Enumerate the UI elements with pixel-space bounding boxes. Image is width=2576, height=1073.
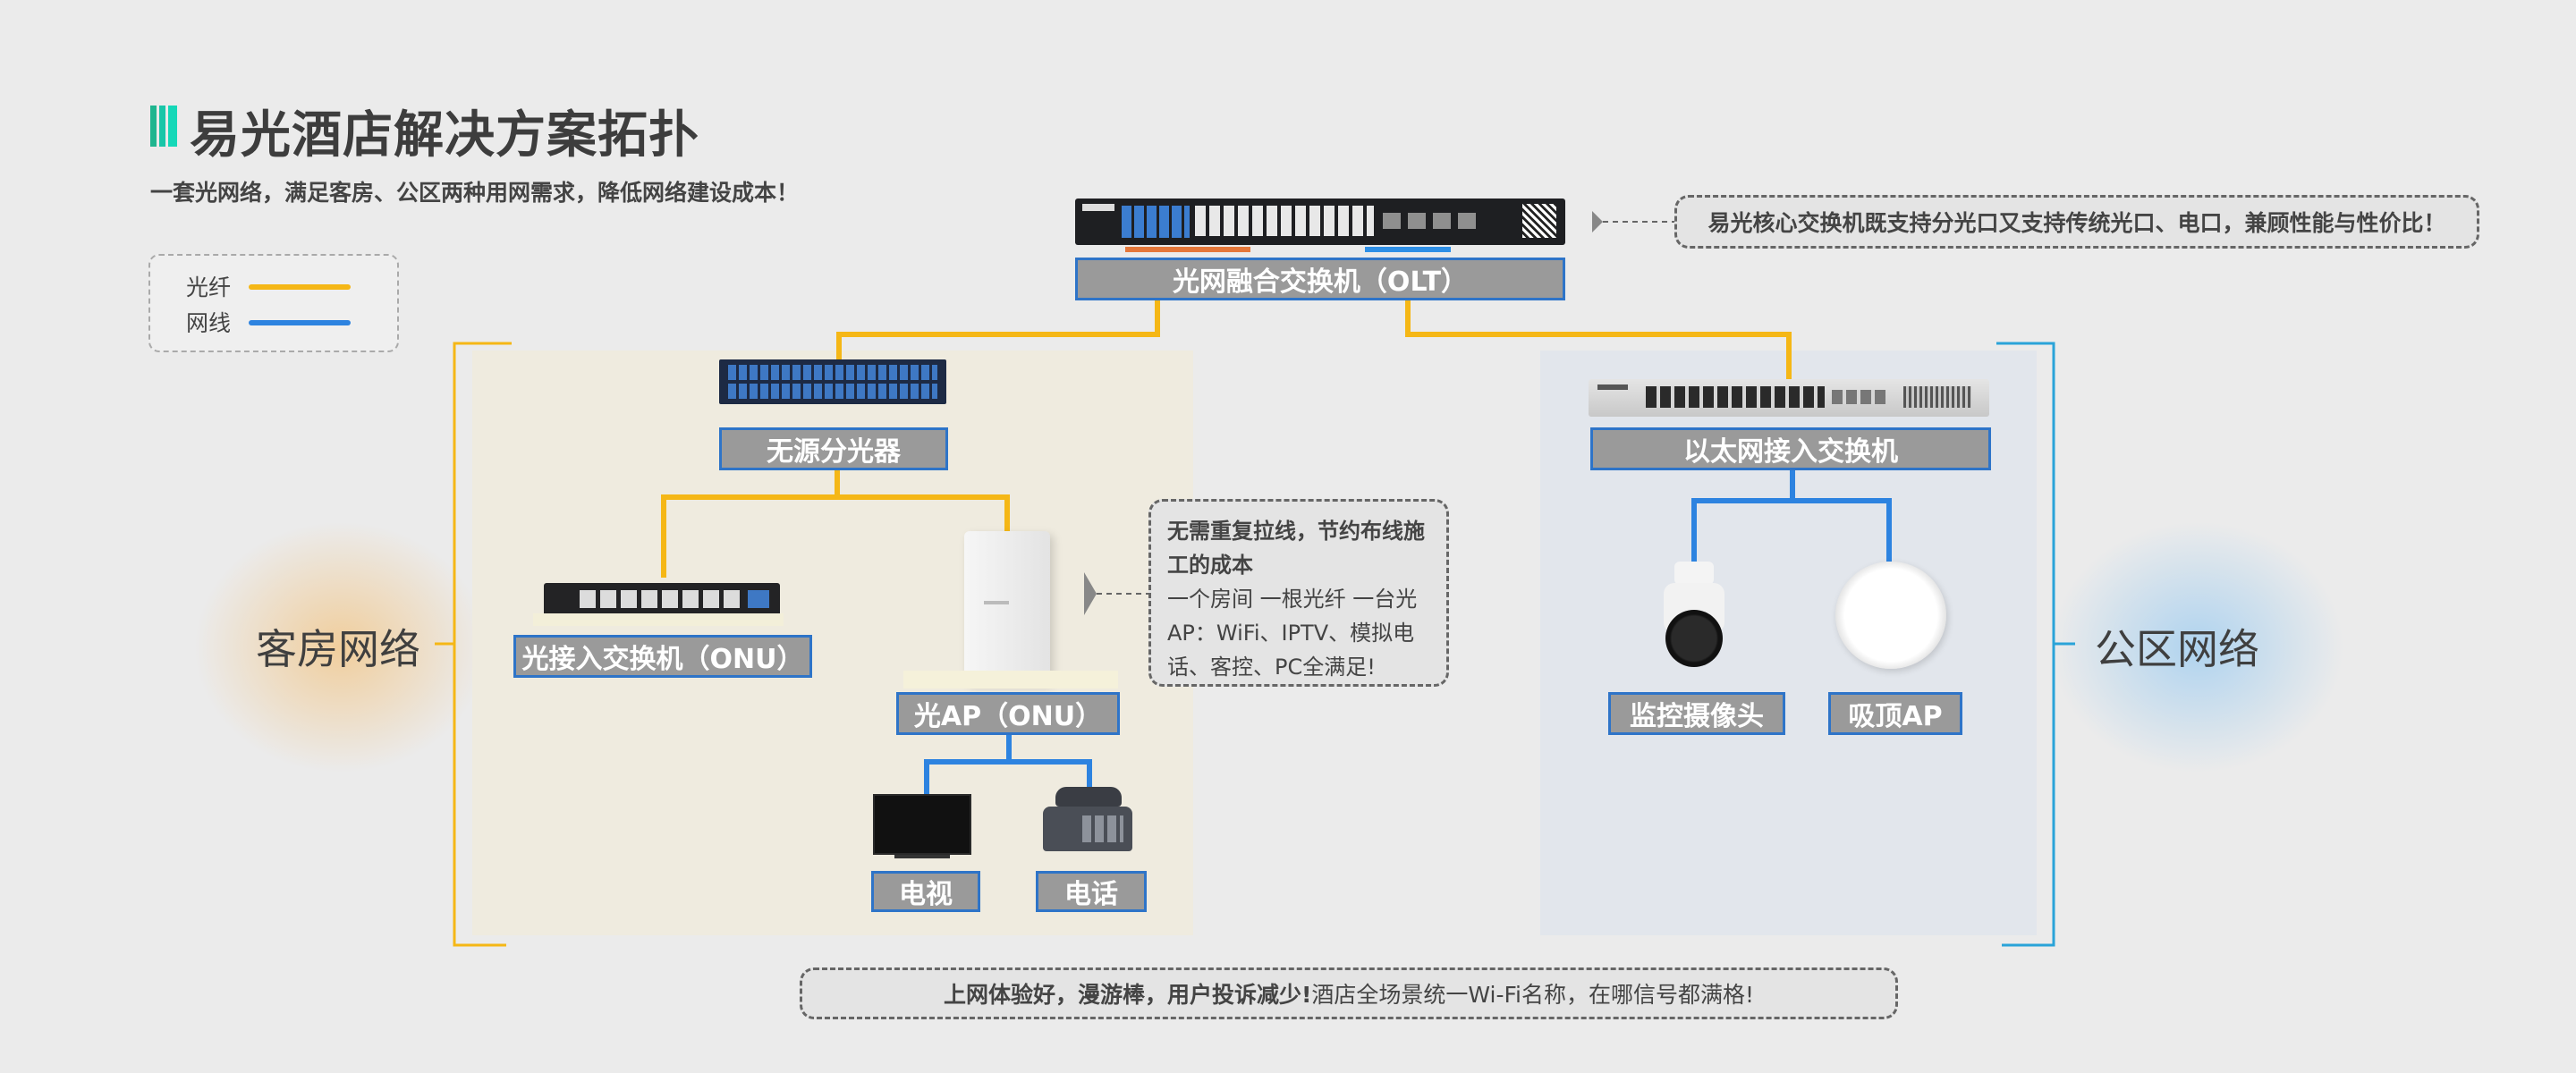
- olt-switch-image: [1075, 199, 1565, 245]
- fiber-olt-ethswitch: [1405, 300, 1792, 379]
- page-subtitle: 一套光网络，满足客房、公区两种用网需求，降低网络建设成本！: [150, 180, 800, 206]
- guest-glow: [195, 522, 487, 773]
- room-note-body: 一个房间 一根光纤 一台光AP：WiFi、IPTV、模拟电话、客控、PC全满足!: [1167, 587, 1418, 680]
- ceiling-ap-image: [1835, 562, 1946, 669]
- bottom-note-body: 酒店全场景统一Wi-Fi名称，在哪信号都满格!: [1311, 982, 1755, 1008]
- tv-image: [873, 794, 971, 855]
- eth-ap-phone: [1009, 759, 1092, 790]
- legend-fiber-line: [249, 284, 351, 290]
- optical-ap-label: 光AP（ONU）: [896, 692, 1120, 735]
- eth-switch-ap: [1792, 498, 1892, 562]
- onu-switch-label: 光接入交换机（ONU）: [513, 635, 812, 678]
- brand-logo: [1082, 204, 1114, 211]
- splitter-label: 无源分光器: [719, 427, 948, 470]
- camera-label: 监控摄像头: [1608, 692, 1785, 735]
- legend: 光纤 网线: [148, 254, 399, 352]
- optical-ap-image: [964, 531, 1050, 683]
- legend-ethernet-line: [249, 320, 351, 325]
- public-glow: [2052, 522, 2343, 773]
- ethernet-switch-image: [1589, 379, 1989, 417]
- room-note-heading: 无需重复拉线，节约布线施工的成本: [1167, 519, 1425, 578]
- tv-label: 电视: [871, 871, 980, 912]
- public-bracket: [1996, 342, 2055, 947]
- onu-switch-image: [544, 583, 780, 619]
- splitter-image: [719, 359, 946, 404]
- camera-image: [1660, 562, 1728, 669]
- guest-network-label: 客房网络: [256, 625, 420, 673]
- guest-bracket: [453, 342, 512, 947]
- ceiling-ap-label: 吸顶AP: [1828, 692, 1962, 735]
- olt-label: 光网融合交换机（OLT）: [1075, 258, 1565, 300]
- legend-fiber-label: 光纤: [186, 275, 232, 300]
- olt-note-text: 易光核心交换机既支持分光口又支持传统光口、电口，兼顾性能与性价比！: [1707, 210, 2446, 236]
- legend-ethernet-label: 网线: [186, 310, 232, 336]
- bottom-note-heading: 上网体验好，漫游棒，用户投诉减少!: [943, 982, 1312, 1008]
- eth-switch-camera: [1691, 470, 1795, 562]
- fiber-splitter-onu: [661, 470, 840, 578]
- fiber-splitter-ap: [837, 494, 1010, 531]
- olt-note: 易光核心交换机既支持分光口又支持传统光口、电口，兼顾性能与性价比！: [1674, 195, 2479, 249]
- phone-label: 电话: [1036, 871, 1147, 912]
- fiber-olt-splitter: [836, 300, 1160, 359]
- phone-image: [1043, 787, 1132, 851]
- public-network-label: 公区网络: [2095, 625, 2259, 673]
- page-title: 易光酒店解决方案拓扑: [190, 106, 699, 165]
- title-accent-icon: [150, 106, 177, 147]
- room-note: 无需重复拉线，节约布线施工的成本 一个房间 一根光纤 一台光AP：WiFi、IP…: [1148, 499, 1449, 687]
- bottom-note: 上网体验好，漫游棒，用户投诉减少! 酒店全场景统一Wi-Fi名称，在哪信号都满格…: [800, 967, 1898, 1019]
- eth-ap-tv: [924, 735, 1012, 794]
- ethernet-switch-label: 以太网接入交换机: [1590, 427, 1991, 470]
